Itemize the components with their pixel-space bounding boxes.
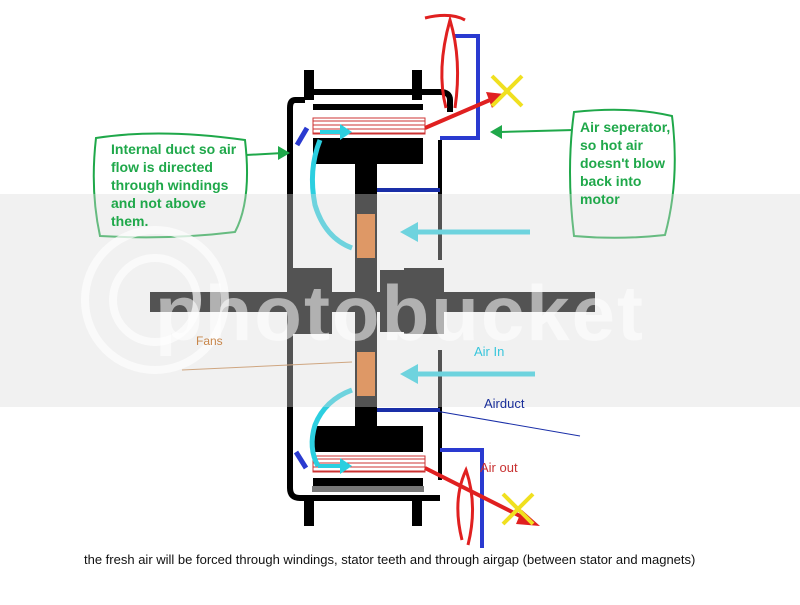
fan-bottom — [357, 352, 375, 396]
rotor-assembly — [150, 164, 595, 426]
air-duct — [293, 34, 484, 548]
watermark-text: photobucket — [155, 269, 645, 357]
stator-bottom — [312, 426, 426, 492]
fans-label: Fans — [196, 334, 223, 348]
cool-airflow — [309, 124, 535, 474]
housing-foot-top-right — [412, 70, 422, 100]
annotation-connectors — [181, 125, 581, 437]
blocked-x-icon — [490, 74, 535, 526]
internal-duct-note: Internal duct so air flow is directed th… — [111, 141, 237, 229]
air-out-label: Air out — [480, 460, 518, 475]
airduct-label: Airduct — [484, 396, 525, 411]
fan-top — [357, 214, 375, 258]
housing-foot-bottom-right — [412, 496, 422, 526]
caption: the fresh air will be forced through win… — [84, 552, 696, 567]
note-separator-box — [569, 108, 676, 239]
note-duct-box — [92, 132, 249, 239]
bearing-right — [404, 268, 444, 334]
bearing-left — [292, 268, 332, 334]
camera-watermark-icon — [81, 226, 229, 374]
air-in-label: Air In — [474, 344, 505, 359]
housing-foot-top-left — [304, 70, 314, 100]
housing-foot-bottom-left — [304, 496, 314, 526]
hot-airflow — [424, 13, 540, 546]
shaft — [150, 292, 595, 312]
air-separator-note: Air seperator, so hot air doesn't blow b… — [580, 119, 671, 207]
